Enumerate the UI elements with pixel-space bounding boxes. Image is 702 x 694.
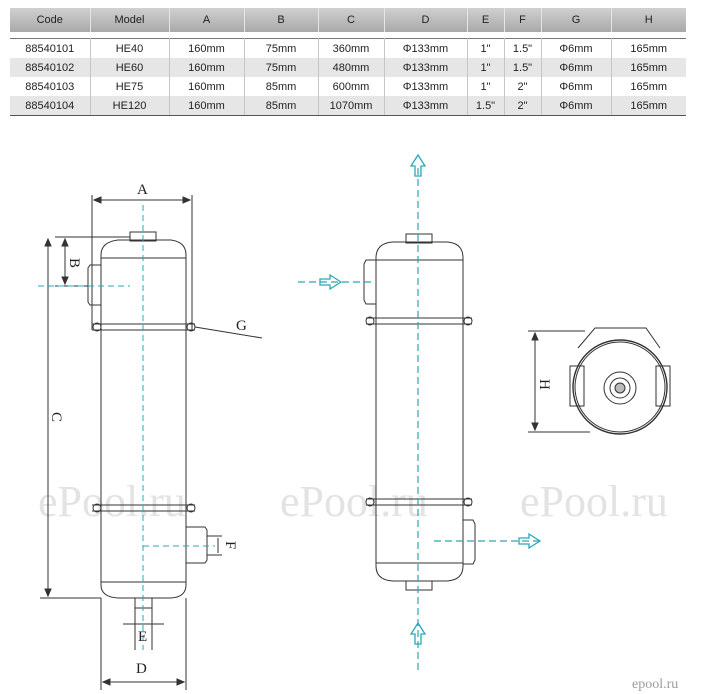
watermark-right: ePool.ru [520,477,668,526]
label-a: A [137,182,148,198]
cell-f: 1.5" [504,38,542,58]
cell-model: HE40 [90,38,170,58]
label-c: C [48,412,64,422]
label-f: F [222,541,238,549]
left-view [40,195,263,690]
corner-logo: epool.ru [632,677,678,692]
watermark-center: ePool.ru [280,477,428,526]
cell-d: Φ133mm [384,58,468,77]
flow-arrows [319,153,542,645]
cell-c: 600mm [318,77,385,96]
watermark-left: ePool.ru [38,477,186,526]
cell-h: 165mm [611,58,686,77]
cell-b: 75mm [244,58,319,77]
cell-e: 1" [467,77,505,96]
cell-a: 160mm [169,77,245,96]
table-row: 88540101 HE40 160mm 75mm 360mm Φ133mm 1"… [10,38,686,58]
cell-g: Φ6mm [541,58,612,77]
header-e: E [467,8,505,32]
cell-g: Φ6mm [541,77,612,96]
cell-g: Φ6mm [541,38,612,58]
cell-b: 85mm [244,77,319,96]
middle-flow [298,168,540,670]
cell-code: 88540102 [10,58,91,77]
cell-h: 165mm [611,38,686,58]
cell-e: 1.5" [467,96,505,116]
cell-e: 1" [467,58,505,77]
arrow-up-top [409,153,427,177]
label-g: G [236,318,247,334]
label-e: E [138,629,147,645]
cell-h: 165mm [611,96,686,116]
cell-f: 1.5" [504,58,542,77]
arrow-up-bottom [409,621,427,645]
cell-c: 360mm [318,38,385,58]
cell-d: Φ133mm [384,96,468,116]
label-h: H [536,379,552,390]
cell-a: 160mm [169,96,245,116]
spec-table: Code Model A B C D E F G H 88540101 HE40… [10,8,686,116]
header-model: Model [90,8,170,32]
cell-g: Φ6mm [541,96,612,116]
cell-code: 88540103 [10,77,91,96]
left-centerlines [38,205,215,650]
table-row: 88540103 HE75 160mm 85mm 600mm Φ133mm 1"… [10,77,686,96]
header-f: F [504,8,542,32]
cell-b: 75mm [244,38,319,58]
cell-model: HE60 [90,58,170,77]
cell-code: 88540101 [10,38,91,58]
cell-h: 165mm [611,77,686,96]
cell-e: 1" [467,38,505,58]
cell-f: 2" [504,96,542,116]
cell-code: 88540104 [10,96,91,116]
header-g: G [541,8,612,32]
cell-c: 480mm [318,58,385,77]
header-b: B [244,8,319,32]
arrow-right-outlet [518,532,542,550]
cell-b: 85mm [244,96,319,116]
arrow-right-inlet [319,273,343,291]
header-code: Code [10,8,91,32]
middle-view [363,233,476,591]
header-h: H [611,8,686,32]
dimension-labels: A B C G F E D H [48,182,552,677]
cell-d: Φ133mm [384,38,468,58]
end-view [528,327,671,435]
cell-f: 2" [504,77,542,96]
cell-a: 160mm [169,58,245,77]
cell-a: 160mm [169,38,245,58]
cell-d: Φ133mm [384,77,468,96]
table-row: 88540104 HE120 160mm 85mm 1070mm Φ133mm … [10,96,686,116]
cell-model: HE75 [90,77,170,96]
table-header-row: Code Model A B C D E F G H [10,8,686,32]
header-c: C [318,8,385,32]
header-d: D [384,8,468,32]
watermarks: ePool.ru ePool.ru ePool.ru [38,477,668,526]
table-row: 88540102 HE60 160mm 75mm 480mm Φ133mm 1"… [10,58,686,77]
header-a: A [169,8,245,32]
cell-model: HE120 [90,96,170,116]
label-d: D [136,661,147,677]
label-b: B [66,258,82,268]
cell-c: 1070mm [318,96,385,116]
